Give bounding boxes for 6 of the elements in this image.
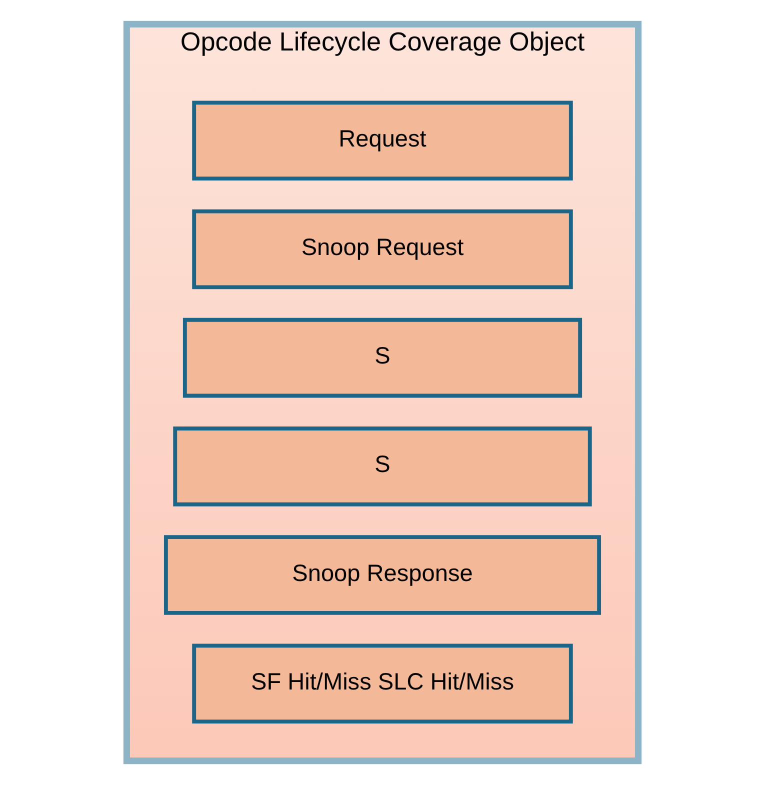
- node-box: S: [182, 318, 582, 398]
- node-box: Snoop Request: [192, 209, 573, 290]
- node-box: Snoop Response: [164, 535, 601, 615]
- node-box: SF Hit/Miss SLC Hit/Miss: [192, 644, 573, 724]
- node-box: S: [173, 426, 592, 506]
- node-box: Request: [192, 100, 573, 181]
